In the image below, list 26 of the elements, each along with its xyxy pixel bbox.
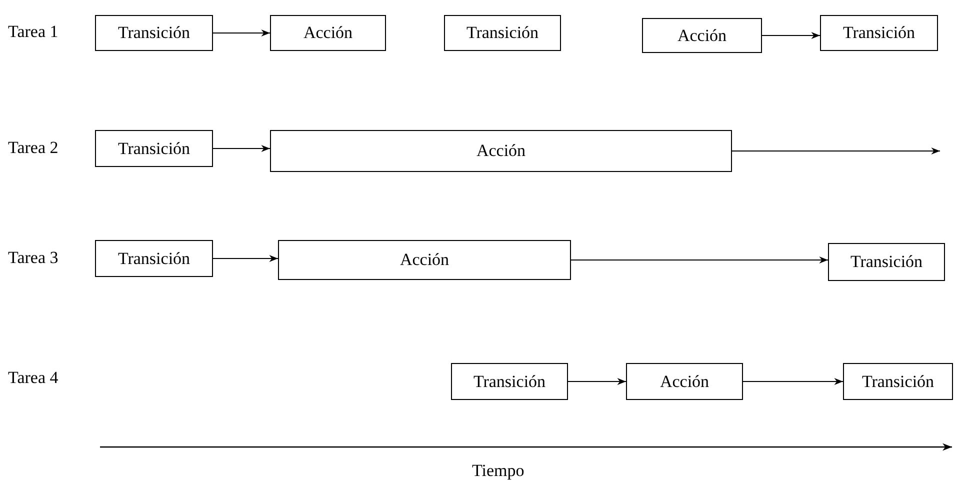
process-box: Acción [270, 130, 732, 172]
arrow [762, 32, 820, 40]
process-box: Transición [451, 363, 568, 400]
task-label: Tarea 1 [8, 22, 58, 42]
process-box: Acción [642, 18, 762, 53]
task-label: Tarea 2 [8, 138, 58, 158]
arrow [732, 147, 940, 155]
task-label: Tarea 3 [8, 248, 58, 268]
axis-label: Tiempo [472, 461, 524, 481]
process-box: Transición [95, 240, 213, 277]
arrow [213, 254, 278, 262]
process-box: Acción [278, 240, 571, 280]
process-box: Transición [95, 130, 213, 167]
arrow [743, 378, 843, 386]
process-box: Transición [828, 243, 945, 281]
process-box: Transición [95, 15, 213, 51]
process-box: Transición [820, 15, 938, 51]
process-box: Acción [626, 363, 743, 400]
arrow [568, 378, 626, 386]
task-label: Tarea 4 [8, 368, 58, 388]
arrow [213, 144, 270, 152]
process-box: Transición [444, 15, 561, 51]
arrow [213, 29, 270, 37]
process-box: Acción [270, 15, 386, 51]
process-box: Transición [843, 363, 953, 400]
arrow [571, 256, 828, 264]
